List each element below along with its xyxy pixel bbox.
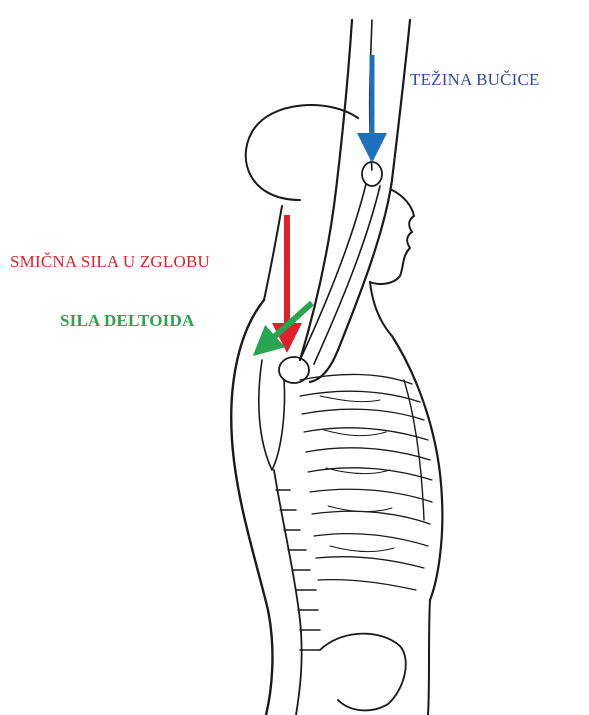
body-outline — [231, 20, 442, 715]
dumbbell-weight-label: TEŽINA BUČICE — [410, 70, 540, 90]
deltoid-force-label: SILA DELTOIDA — [60, 311, 194, 331]
spine — [274, 470, 302, 715]
pelvis — [320, 634, 406, 711]
face-profile — [370, 190, 414, 284]
back-outline — [231, 300, 272, 715]
chest-outline — [392, 336, 442, 600]
arm-outline-back — [310, 20, 410, 382]
neck — [370, 282, 392, 336]
ribcage — [300, 374, 432, 590]
humerus-2 — [314, 186, 380, 364]
abdomen-outline — [428, 600, 430, 715]
joint-shear-force-label: SMIČNA SILA U ZGLOBU — [10, 252, 210, 272]
shoulder-top — [264, 206, 282, 300]
